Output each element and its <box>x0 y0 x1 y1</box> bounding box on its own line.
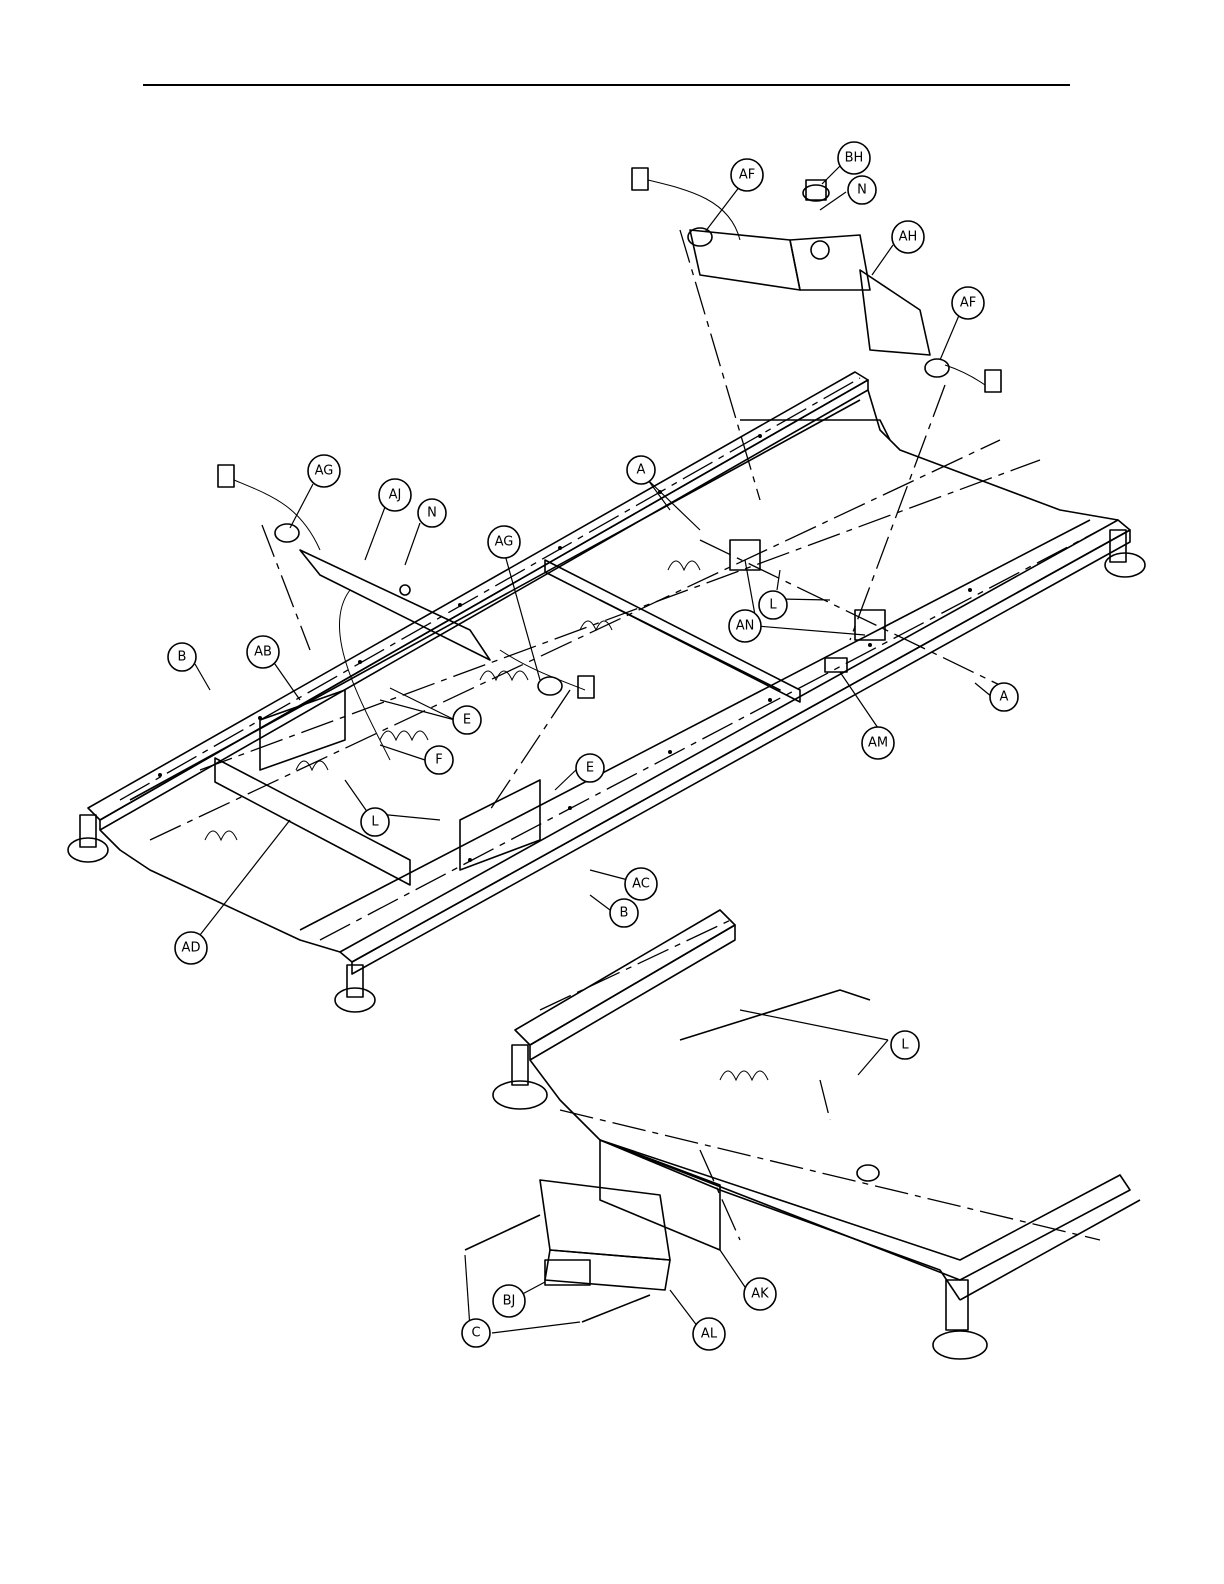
callout-ak: AK <box>744 1278 776 1310</box>
svg-text:AN: AN <box>736 619 755 634</box>
svg-text:A: A <box>1000 690 1009 705</box>
phantom-lines-upper <box>120 230 1100 940</box>
callout-bj: BJ <box>493 1285 525 1317</box>
callout-l: L <box>361 808 389 836</box>
callout-a: A <box>627 456 655 484</box>
callout-bh: BH <box>838 142 870 174</box>
svg-text:AG: AG <box>495 535 514 550</box>
svg-text:F: F <box>435 753 442 768</box>
svg-text:AJ: AJ <box>389 488 402 503</box>
callout-e: E <box>576 754 604 782</box>
svg-text:B: B <box>620 906 629 921</box>
actuator-assembly-ah <box>632 168 1001 392</box>
callout-ah: AH <box>892 221 924 253</box>
svg-text:AM: AM <box>868 736 888 751</box>
svg-text:L: L <box>371 815 379 830</box>
callout-n: N <box>848 176 876 204</box>
frame-springs <box>205 561 700 840</box>
callout-am: AM <box>862 727 894 759</box>
callout-a: A <box>990 683 1018 711</box>
callout-ag: AG <box>308 455 340 487</box>
callout-b: B <box>610 899 638 927</box>
callout-ad: AD <box>175 932 207 964</box>
svg-text:N: N <box>857 183 867 198</box>
callout-l: L <box>891 1031 919 1059</box>
svg-text:AK: AK <box>751 1287 769 1302</box>
callout-n: N <box>418 499 446 527</box>
callout-e: E <box>453 706 481 734</box>
svg-text:L: L <box>901 1038 909 1053</box>
callout-labels: BH N AF AH AF AG AJ N AG A L AN A AM B A… <box>168 142 1018 1350</box>
main-bed-frame <box>68 372 1145 1012</box>
svg-text:N: N <box>427 506 437 521</box>
svg-text:A: A <box>637 463 646 478</box>
svg-text:AL: AL <box>701 1327 718 1342</box>
svg-text:E: E <box>586 761 594 776</box>
callout-ac: AC <box>625 868 657 900</box>
svg-text:L: L <box>769 598 777 613</box>
callout-af: AF <box>731 159 763 191</box>
svg-text:C: C <box>471 1326 480 1341</box>
svg-text:BJ: BJ <box>503 1294 516 1309</box>
lower-detail-frame <box>465 910 1140 1359</box>
callout-al: AL <box>693 1318 725 1350</box>
svg-text:B: B <box>178 650 187 665</box>
svg-text:AG: AG <box>315 464 334 479</box>
callout-ab: AB <box>247 636 279 668</box>
callout-af: AF <box>952 287 984 319</box>
svg-text:BH: BH <box>845 151 864 166</box>
svg-text:AD: AD <box>182 941 201 956</box>
callout-an: AN <box>729 610 761 642</box>
callout-b: B <box>168 643 196 671</box>
svg-text:AH: AH <box>899 230 918 245</box>
callout-l: L <box>759 591 787 619</box>
callout-ag: AG <box>488 526 520 558</box>
svg-text:AF: AF <box>960 296 976 311</box>
svg-text:AB: AB <box>254 645 272 660</box>
svg-text:AF: AF <box>739 168 755 183</box>
svg-text:E: E <box>463 713 471 728</box>
svg-text:AC: AC <box>632 877 650 892</box>
callout-aj: AJ <box>379 479 411 511</box>
callout-c: C <box>462 1319 490 1347</box>
callout-f: F <box>425 746 453 774</box>
brackets <box>260 540 885 870</box>
